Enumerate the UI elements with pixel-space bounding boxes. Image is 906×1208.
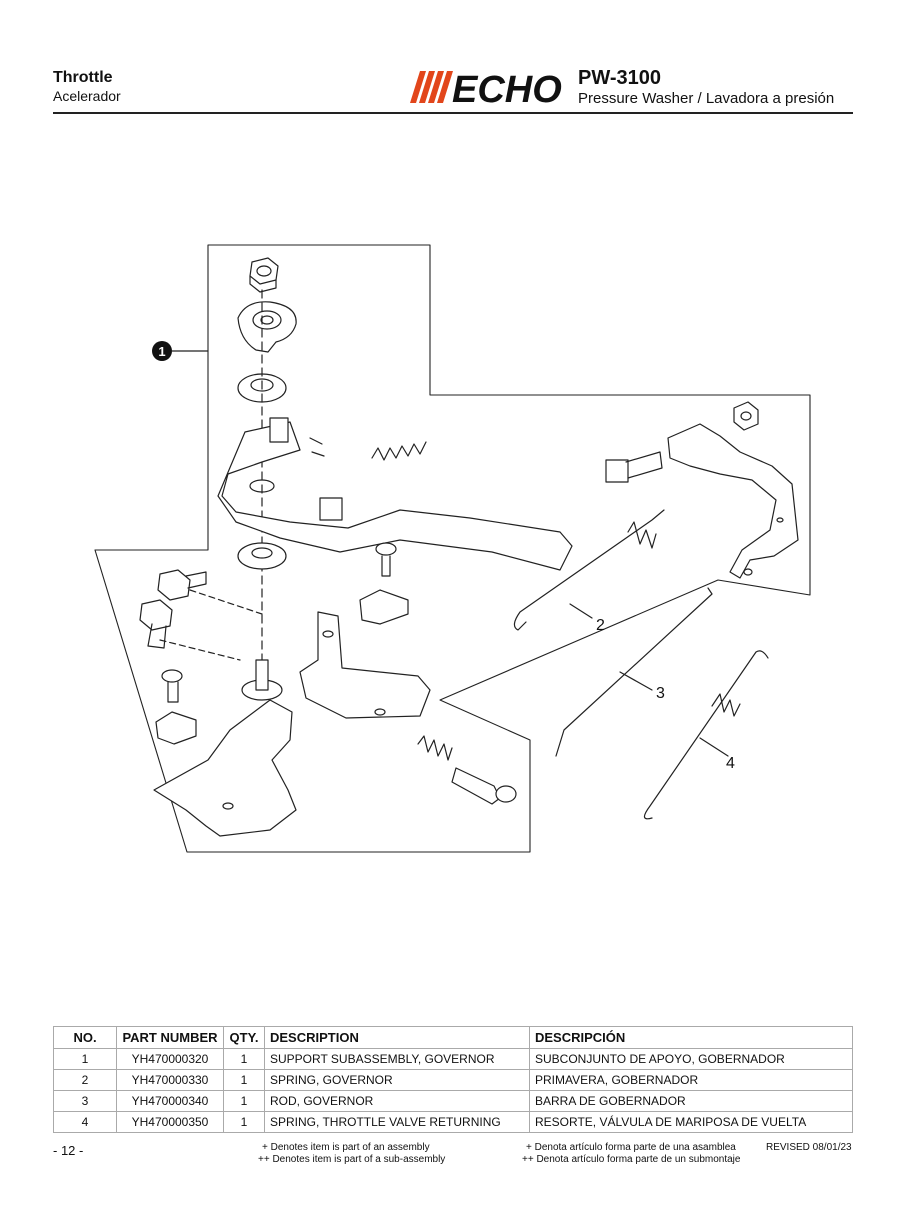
throttle-lever	[667, 423, 799, 579]
cell-descripcion: BARRA DE GOBERNADOR	[529, 1090, 853, 1112]
cell-qty: 1	[223, 1111, 265, 1133]
header-left: Throttle Acelerador	[53, 68, 121, 105]
model-number: PW-3100	[578, 67, 661, 89]
washer-lower	[237, 542, 287, 570]
bolt-left-1	[157, 569, 207, 601]
footer-note-es-1: + Denota artículo forma parte de una asa…	[526, 1142, 736, 1153]
cell-descripcion: RESORTE, VÁLVULA DE MARIPOSA DE VUELTA	[529, 1111, 853, 1133]
footer-note-en-1: + Denotes item is part of an assembly	[262, 1142, 430, 1153]
callout-3: 3	[656, 685, 665, 702]
cell-part-number: YH470000340	[116, 1090, 224, 1112]
callout-1-badge	[152, 341, 172, 361]
support-bracket	[299, 611, 431, 719]
small-spring	[371, 441, 427, 461]
cell-no: 3	[53, 1090, 117, 1112]
cell-description: SPRING, GOVERNOR	[264, 1069, 530, 1091]
header-right: PW-3100 Pressure Washer / Lavadora a pre…	[578, 67, 834, 109]
footer-note-en-2: ++ Denotes item is part of a sub-assembl…	[258, 1154, 446, 1165]
screw-lower-left	[161, 669, 183, 703]
col-descripcion: DESCRIPCIÓN	[529, 1026, 853, 1049]
callout-1-text: 1	[158, 344, 165, 359]
cell-part-number: YH470000330	[116, 1069, 224, 1091]
return-spring	[643, 650, 769, 820]
header-rule	[53, 112, 853, 114]
cell-descripcion: SUBCONJUNTO DE APOYO, GOBERNADOR	[529, 1048, 853, 1070]
table-header-row: NO. PART NUMBER QTY. DESCRIPTION DESCRIP…	[53, 1026, 853, 1049]
model-description: Pressure Washer / Lavadora a presión	[578, 90, 835, 107]
col-description: DESCRIPTION	[264, 1026, 530, 1049]
cell-no: 4	[53, 1111, 117, 1133]
clip-lower	[155, 711, 197, 745]
bolt-lower-right	[451, 767, 517, 805]
page-number: - 12 -	[53, 1143, 84, 1158]
page-title: Throttle	[53, 69, 113, 86]
clip-upper	[359, 589, 409, 625]
echo-logo: ECHO	[410, 69, 562, 105]
svg-text:ECHO: ECHO	[452, 69, 562, 105]
cell-qty: 1	[223, 1048, 265, 1070]
cell-description: ROD, GOVERNOR	[264, 1090, 530, 1112]
cell-descripcion: PRIMAVERA, GOBERNADOR	[529, 1069, 853, 1091]
governor-spring	[513, 509, 665, 631]
table-row: 4 YH470000350 1 SPRING, THROTTLE VALVE R…	[53, 1111, 853, 1133]
governor-arm	[217, 417, 573, 571]
table-row: 3 YH470000340 1 ROD, GOVERNOR BARRA DE G…	[53, 1090, 853, 1112]
footer-notes-en: + Denotes item is part of an assembly ++…	[258, 1142, 445, 1166]
page-subtitle: Acelerador	[53, 88, 121, 104]
cell-no: 1	[53, 1048, 117, 1070]
screw-small	[375, 542, 397, 577]
cell-part-number: YH470000320	[116, 1048, 224, 1070]
col-qty: QTY.	[223, 1026, 265, 1049]
t-bolt	[605, 451, 663, 483]
col-no: NO.	[53, 1026, 117, 1049]
cell-description: SUPPORT SUBASSEMBLY, GOVERNOR	[264, 1048, 530, 1070]
parts-table: NO. PART NUMBER QTY. DESCRIPTION DESCRIP…	[53, 1026, 853, 1133]
revised-date: REVISED 08/01/23	[766, 1142, 852, 1153]
cell-part-number: YH470000350	[116, 1111, 224, 1133]
footer-notes-es: + Denota artículo forma parte de una asa…	[522, 1142, 740, 1166]
lever-plate	[237, 301, 297, 353]
spring-lower	[417, 735, 453, 761]
cell-no: 2	[53, 1069, 117, 1091]
cell-qty: 1	[223, 1090, 265, 1112]
callout-2: 2	[596, 617, 605, 634]
table-row: 1 YH470000320 1 SUPPORT SUBASSEMBLY, GOV…	[53, 1048, 853, 1070]
flange-nut	[249, 257, 279, 293]
bolt-left-2	[139, 599, 173, 649]
governor-rod	[555, 587, 713, 757]
cell-description: SPRING, THROTTLE VALVE RETURNING	[264, 1111, 530, 1133]
base-plate	[153, 659, 297, 837]
table-row: 2 YH470000330 1 SPRING, GOVERNOR PRIMAVE…	[53, 1069, 853, 1091]
col-part-number: PART NUMBER	[116, 1026, 224, 1049]
callout-4: 4	[726, 755, 735, 772]
assembly-boundary	[94, 244, 811, 853]
exploded-diagram: 1	[94, 244, 811, 853]
hex-nut-right	[733, 401, 759, 431]
cell-qty: 1	[223, 1069, 265, 1091]
footer-note-es-2: ++ Denota artículo forma parte de un sub…	[522, 1154, 741, 1165]
